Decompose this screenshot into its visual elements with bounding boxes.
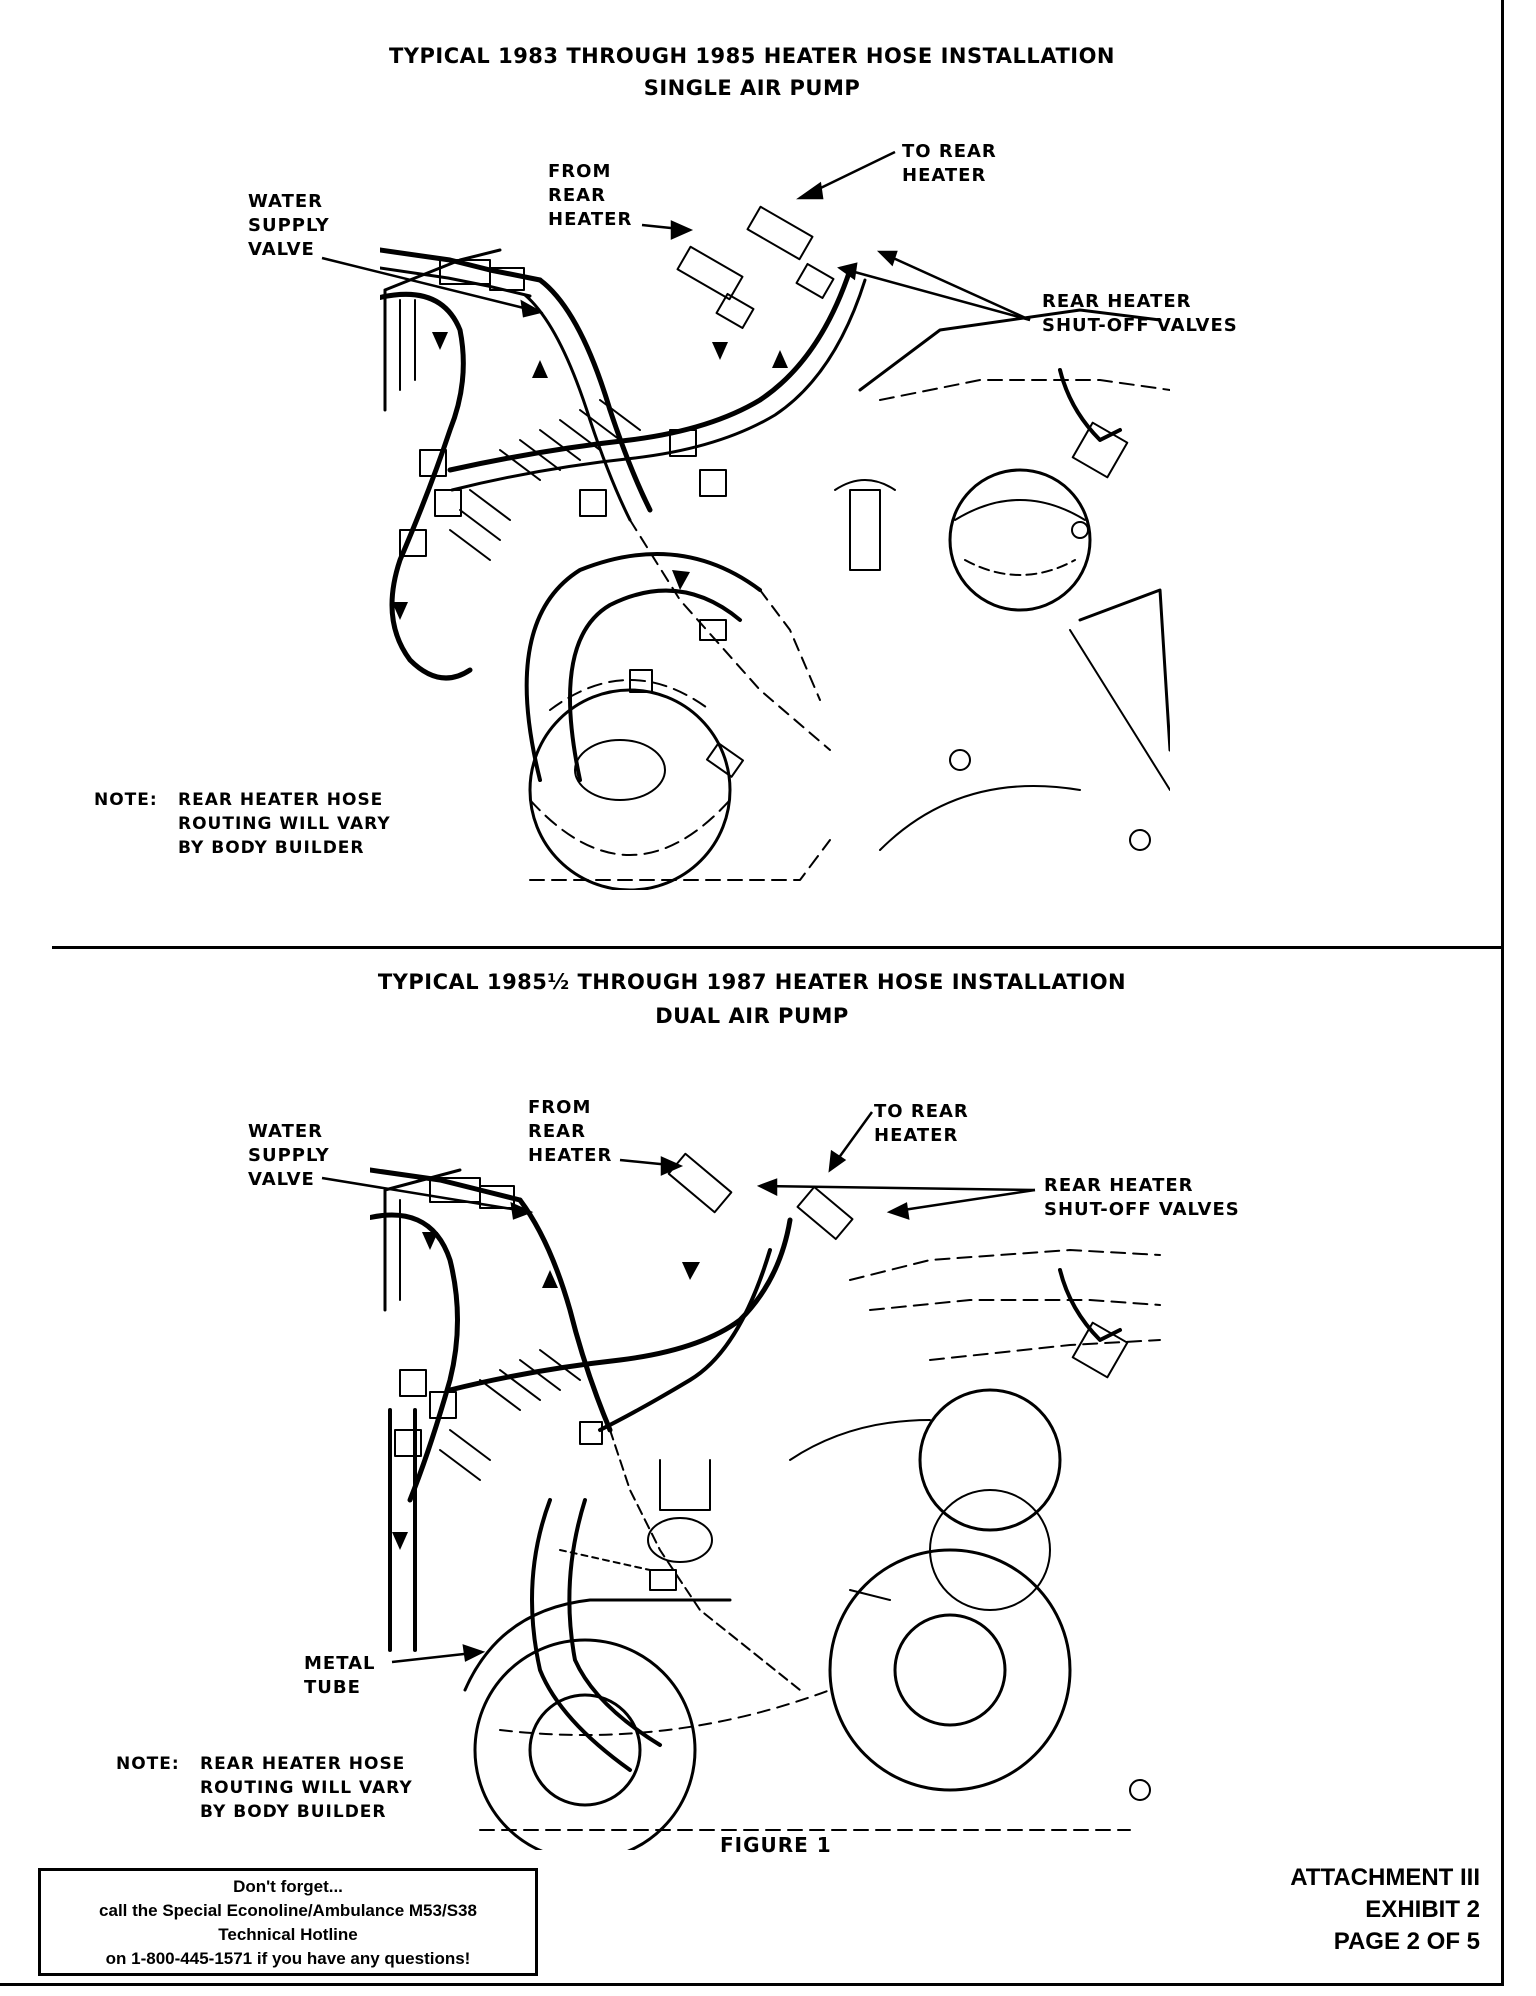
note-prefix: NOTE: (94, 790, 158, 810)
label-line: TUBE (304, 1677, 361, 1698)
label-line: TO REAR (902, 141, 997, 162)
note-line: REAR HEATER HOSE (178, 790, 384, 810)
top-engine-diagram (380, 205, 1170, 890)
top-figure-title: TYPICAL 1983 THROUGH 1985 HEATER HOSE IN… (388, 44, 1116, 68)
bottom-engine-diagram (370, 1152, 1161, 1850)
hotline-phone-line: on 1-800-445-1571 if you have any questi… (105, 1949, 471, 1968)
label-line: REAR (528, 1121, 586, 1142)
bottom-label-from-rear-heater: FROM REAR HEATER (528, 1096, 612, 1168)
page-border (0, 0, 1504, 1986)
note-prefix: NOTE: (116, 1754, 180, 1774)
label-line: HEATER (874, 1125, 959, 1146)
top-label-rear-heater-shutoff-valves: REAR HEATER SHUT-OFF VALVES (1042, 290, 1238, 338)
top-label-from-rear-heater: FROM REAR HEATER (548, 160, 632, 232)
figure-divider (52, 946, 1504, 949)
bottom-label-rear-heater-shutoff-valves: REAR HEATER SHUT-OFF VALVES (1044, 1174, 1240, 1222)
bottom-figure-title: TYPICAL 1985½ THROUGH 1987 HEATER HOSE I… (377, 970, 1127, 994)
label-line: SUPPLY (248, 1145, 330, 1166)
note-line: BY BODY BUILDER (200, 1802, 387, 1822)
bottom-figure-subtitle: DUAL AIR PUMP (655, 1004, 849, 1028)
label-line: HEATER (548, 209, 633, 230)
top-figure-subtitle: SINGLE AIR PUMP (643, 76, 861, 100)
note-line: ROUTING WILL VARY (200, 1778, 413, 1798)
label-line: FROM (548, 161, 612, 182)
bottom-label-metal-tube: METAL TUBE (304, 1652, 376, 1700)
label-line: SUPPLY (248, 215, 330, 236)
label-line: REAR HEATER (1044, 1175, 1194, 1196)
label-line: REAR HEATER (1042, 291, 1192, 312)
label-line: WATER (248, 191, 324, 212)
note-line: BY BODY BUILDER (178, 838, 365, 858)
bottom-note: NOTE: REAR HEATER HOSE ROUTING WILL VARY… (116, 1752, 413, 1824)
top-label-water-supply-valve: WATER SUPPLY VALVE (248, 190, 330, 262)
bottom-label-water-supply-valve: WATER SUPPLY VALVE (248, 1120, 330, 1192)
hotline-line: Technical Hotline (218, 1925, 358, 1944)
attachment-line: ATTACHMENT III (1290, 1864, 1480, 1891)
top-note: NOTE: REAR HEATER HOSE ROUTING WILL VARY… (94, 788, 391, 860)
label-line: METAL (304, 1653, 376, 1674)
label-line: TO REAR (874, 1101, 969, 1122)
top-leader-lines (321, 150, 1031, 322)
label-line: WATER (248, 1121, 324, 1142)
page-number-line: PAGE 2 OF 5 (1333, 1928, 1480, 1955)
hotline-notice-box: Don't forget... call the Special Econoli… (38, 1868, 538, 1976)
exhibit-line: EXHIBIT 2 (1365, 1896, 1480, 1923)
label-line: SHUT-OFF VALVES (1044, 1199, 1240, 1220)
label-line: REAR (548, 185, 606, 206)
label-line: SHUT-OFF VALVES (1042, 315, 1238, 336)
label-line: VALVE (248, 1169, 315, 1190)
label-line: HEATER (528, 1145, 613, 1166)
figure-caption: FIGURE 1 (720, 1833, 832, 1857)
top-label-to-rear-heater: TO REAR HEATER (902, 140, 997, 188)
note-line: REAR HEATER HOSE (200, 1754, 406, 1774)
label-line: VALVE (248, 239, 315, 260)
attachment-reference: ATTACHMENT III EXHIBIT 2 PAGE 2 OF 5 (1290, 1862, 1480, 1958)
hotline-line: Don't forget... (233, 1877, 343, 1896)
bottom-leader-lines (321, 1111, 1036, 1664)
note-line: ROUTING WILL VARY (178, 814, 391, 834)
hotline-line: call the Special Econoline/Ambulance M53… (99, 1901, 477, 1920)
label-line: FROM (528, 1097, 592, 1118)
label-line: HEATER (902, 165, 987, 186)
bottom-label-to-rear-heater: TO REAR HEATER (874, 1100, 969, 1148)
